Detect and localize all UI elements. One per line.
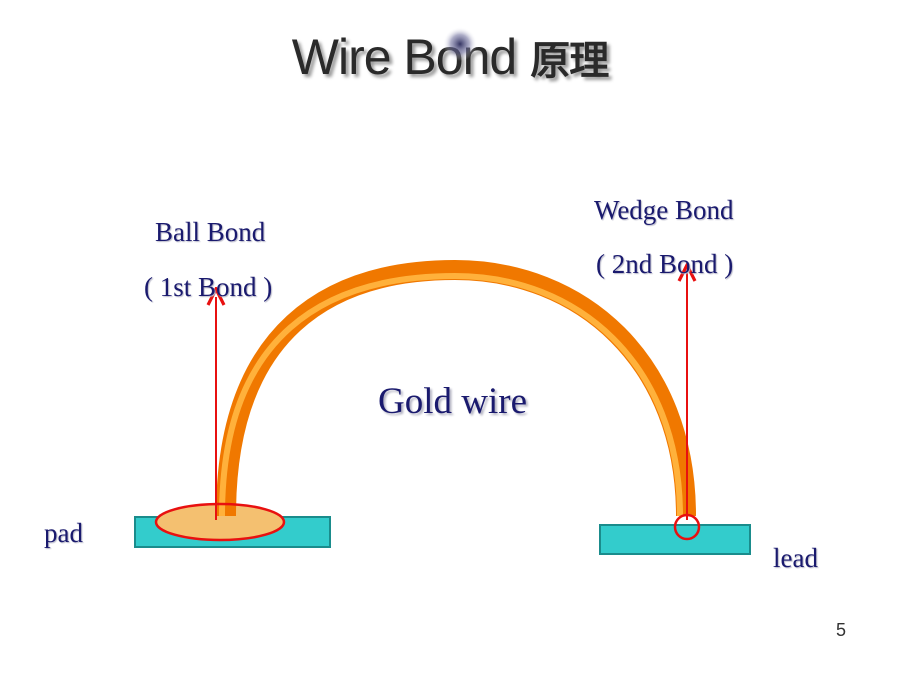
ball-bond-label: Ball Bond <box>155 217 266 247</box>
title-dot-decoration <box>443 27 477 61</box>
wedge-bond-label: Wedge Bond <box>594 195 734 225</box>
ball-bond-fill <box>156 504 284 540</box>
second-bond-label: ( 2nd Bond ) <box>596 249 734 279</box>
title-main: Wire Bond <box>291 29 517 85</box>
slide-title: Wire Bond 原理 <box>0 28 900 86</box>
pad-label: pad <box>44 518 83 548</box>
page-number: 5 <box>835 620 846 640</box>
gold-wire-label: Gold wire <box>378 381 527 422</box>
title-cjk: 原理 <box>530 38 609 84</box>
ball-bond-outline <box>154 502 286 542</box>
first-bond-label: ( 1st Bond ) <box>144 272 273 302</box>
gold-wire-highlight <box>219 272 683 517</box>
lead-label: lead <box>773 543 818 573</box>
